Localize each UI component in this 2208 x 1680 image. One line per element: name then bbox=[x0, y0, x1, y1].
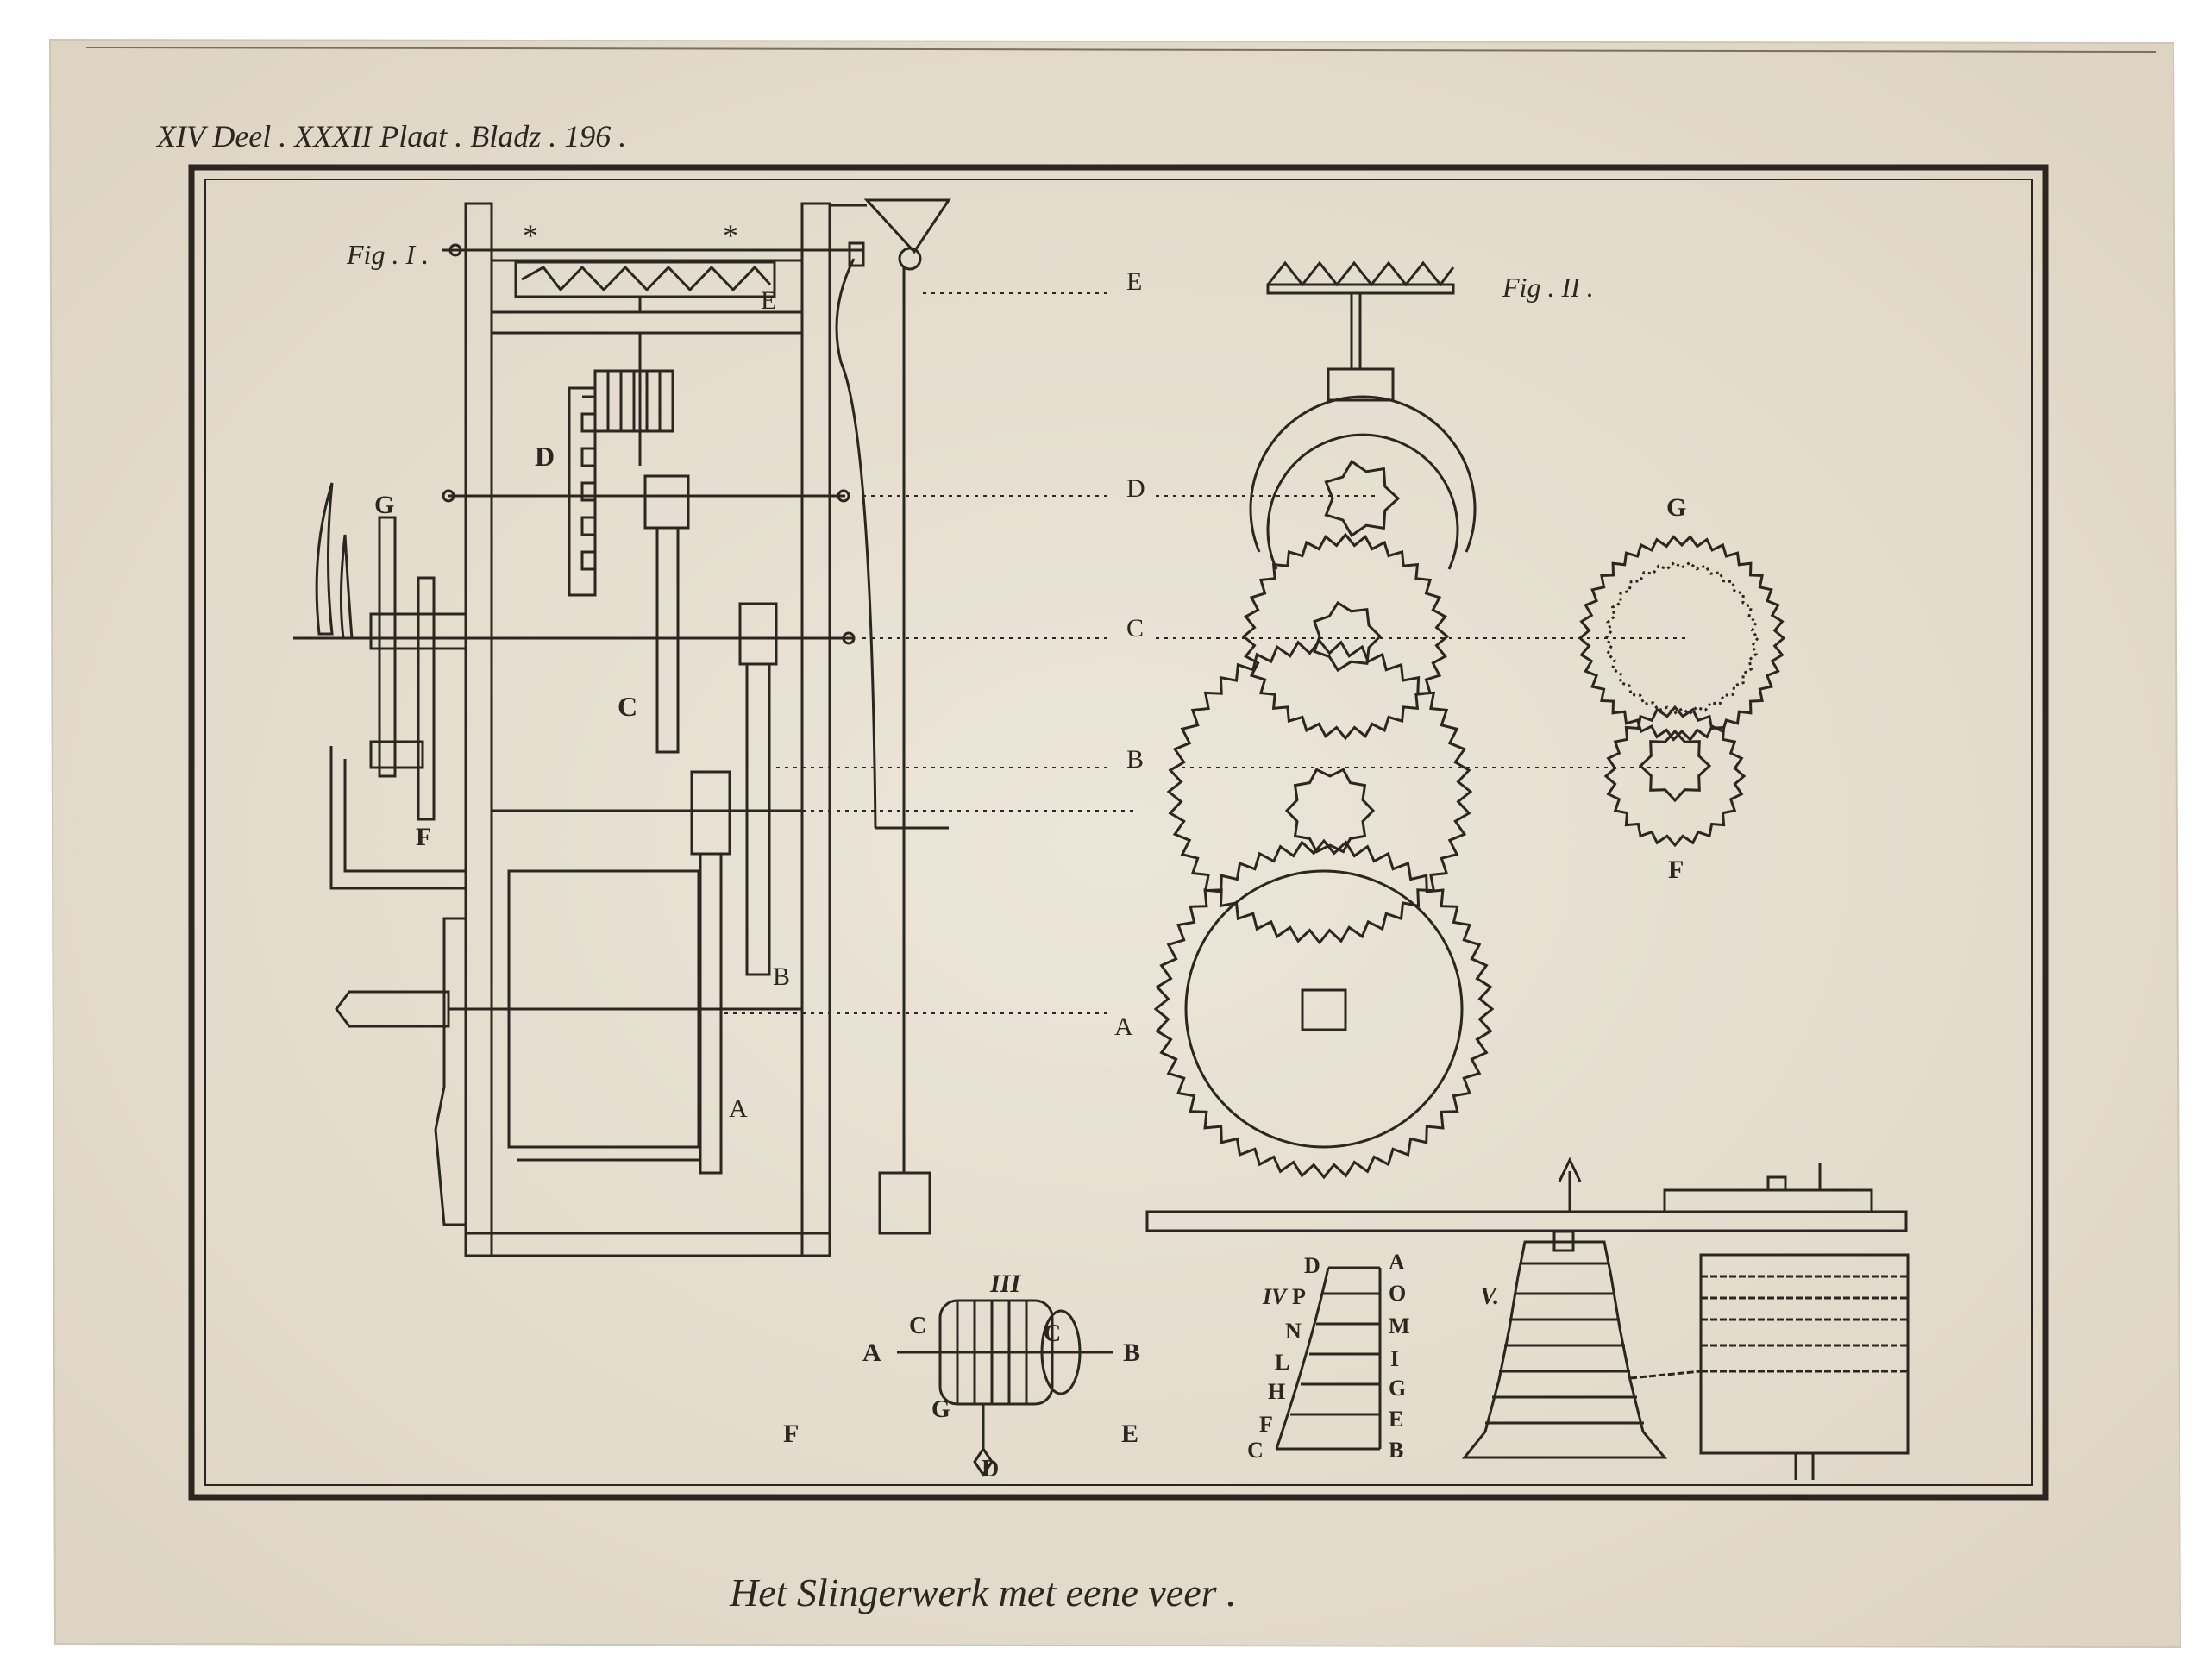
fig1-star-left: * bbox=[523, 218, 538, 253]
fig4-left-6: C bbox=[1247, 1438, 1264, 1463]
fig4-profile bbox=[1275, 1266, 1382, 1451]
gear-g-inner bbox=[1604, 561, 1760, 716]
fig3-label-c-right: C bbox=[1044, 1320, 1061, 1347]
drum-body bbox=[938, 1299, 1054, 1406]
fig3-label-d: D bbox=[982, 1456, 999, 1483]
fig3-labels: III A B C C G D F E bbox=[783, 1269, 1140, 1483]
base-plank bbox=[1145, 1157, 1908, 1232]
fig4-title: IV bbox=[1262, 1284, 1289, 1309]
fig4-left-0: D bbox=[1304, 1253, 1320, 1278]
fig3-label-e: E bbox=[1121, 1420, 1138, 1448]
fig4-right-5: E bbox=[1389, 1407, 1403, 1432]
cock-bracket bbox=[329, 746, 466, 890]
fig5-fusee-and-barrel bbox=[1461, 1230, 1910, 1480]
gear-a-hub bbox=[1184, 869, 1464, 1149]
wheel-g-edge bbox=[378, 516, 397, 778]
fig1-label-b: B bbox=[773, 962, 790, 991]
fig2-label-a: A bbox=[1114, 1012, 1133, 1041]
gear-g bbox=[1578, 535, 1786, 742]
gear-f bbox=[1603, 705, 1747, 848]
fig1-movement bbox=[293, 198, 951, 1257]
paper-sheet bbox=[48, 38, 2182, 1649]
fig2-title: Fig . II . bbox=[1502, 272, 1594, 303]
plate-header: XIV Deel . XXXII Plaat . Bladz . 196 . bbox=[155, 119, 626, 154]
fig3-drum bbox=[897, 1299, 1113, 1477]
winding-square bbox=[335, 990, 450, 1028]
spring-barrel bbox=[507, 869, 700, 1149]
contrate-ring bbox=[1249, 395, 1477, 570]
fig3-title: III bbox=[989, 1269, 1021, 1298]
inner-border bbox=[204, 179, 2033, 1486]
fig3-label-a: A bbox=[862, 1338, 881, 1367]
fig3-label-c-left: C bbox=[909, 1313, 926, 1339]
crutch bbox=[835, 258, 877, 829]
gear-d-pinion bbox=[1324, 459, 1401, 538]
drum-weight bbox=[973, 1446, 994, 1477]
fig2-label-c: C bbox=[1126, 614, 1144, 643]
fig4-right-6: B bbox=[1389, 1438, 1403, 1463]
fig2-label-g: G bbox=[1666, 493, 1686, 522]
frame-top-bar bbox=[490, 310, 804, 335]
fig1-label-e: E bbox=[761, 286, 776, 315]
top-rule bbox=[85, 47, 2157, 53]
fig1-label-f: F bbox=[416, 823, 431, 851]
fig3-label-g: G bbox=[932, 1396, 950, 1423]
wheel-b-edge bbox=[745, 662, 771, 976]
suspension-cock bbox=[863, 198, 951, 254]
fig4-left-4: H bbox=[1268, 1379, 1285, 1404]
fig1-labels: Fig . I . * * E D C B A G F bbox=[346, 218, 790, 1123]
crown-wheel bbox=[514, 260, 776, 298]
pendulum-bob bbox=[878, 1171, 932, 1235]
fig2-label-d: D bbox=[1126, 474, 1145, 503]
fig4-right-4: G bbox=[1389, 1376, 1406, 1401]
wheel-c-edge bbox=[656, 526, 680, 754]
outer-border bbox=[188, 164, 2049, 1501]
contrate-wheel-d bbox=[568, 386, 597, 597]
fig2-label-e: E bbox=[1126, 267, 1142, 296]
fig4-left-1: P bbox=[1292, 1284, 1306, 1309]
fig4-left-5: F bbox=[1259, 1412, 1273, 1437]
fig1-star-right: * bbox=[723, 218, 738, 253]
crown-teeth bbox=[521, 265, 772, 292]
fig4-left-3: L bbox=[1275, 1350, 1289, 1375]
fig1-title: Fig . I . bbox=[346, 239, 429, 270]
fig1-label-d: D bbox=[535, 441, 555, 472]
fig4-labels: IV D P N L H F C A O M I G E B bbox=[1247, 1250, 1410, 1463]
fig4-right-2: M bbox=[1389, 1313, 1410, 1338]
gear-c-pinion bbox=[1313, 600, 1383, 673]
wheel-a-edge bbox=[699, 852, 723, 1175]
gear-b bbox=[1166, 638, 1473, 945]
gear-a-arbor-square bbox=[1301, 988, 1347, 1031]
fig2-label-b: B bbox=[1126, 745, 1144, 774]
fusee-profile-curve bbox=[1275, 1267, 1330, 1450]
fig4-right-1: O bbox=[1389, 1281, 1406, 1306]
plate-caption: Het Slingerwerk met eene veer . bbox=[729, 1570, 1237, 1614]
gear-c bbox=[1241, 532, 1450, 741]
fig2-gear-train bbox=[1153, 260, 1786, 1180]
fig5-title: V. bbox=[1480, 1283, 1499, 1310]
fig4-right-3: I bbox=[1390, 1346, 1399, 1371]
fig4-right-0: A bbox=[1389, 1250, 1405, 1275]
fig1-label-g: G bbox=[374, 491, 394, 519]
pallet-arm bbox=[315, 482, 334, 636]
fig2-label-f: F bbox=[1668, 856, 1684, 884]
fig4-left-2: N bbox=[1285, 1319, 1302, 1344]
gear-a bbox=[1153, 838, 1495, 1180]
fig1-label-a: A bbox=[729, 1094, 748, 1123]
fig1-label-c: C bbox=[618, 691, 637, 722]
wheel-f-edge bbox=[417, 576, 436, 821]
fusee-cone bbox=[1461, 1240, 1668, 1459]
frame-bottom bbox=[464, 1232, 831, 1257]
fig2-labels: Fig . II . E D C B A G F bbox=[1114, 267, 1686, 1041]
gear-f-pinion bbox=[1638, 729, 1712, 803]
crown-wheel-front bbox=[1266, 283, 1455, 295]
fig3-label-b: B bbox=[1123, 1338, 1140, 1367]
gear-b-pinion bbox=[1284, 768, 1376, 854]
fig3-label-f: F bbox=[783, 1420, 799, 1448]
spring-barrel-front bbox=[1699, 1253, 1910, 1455]
